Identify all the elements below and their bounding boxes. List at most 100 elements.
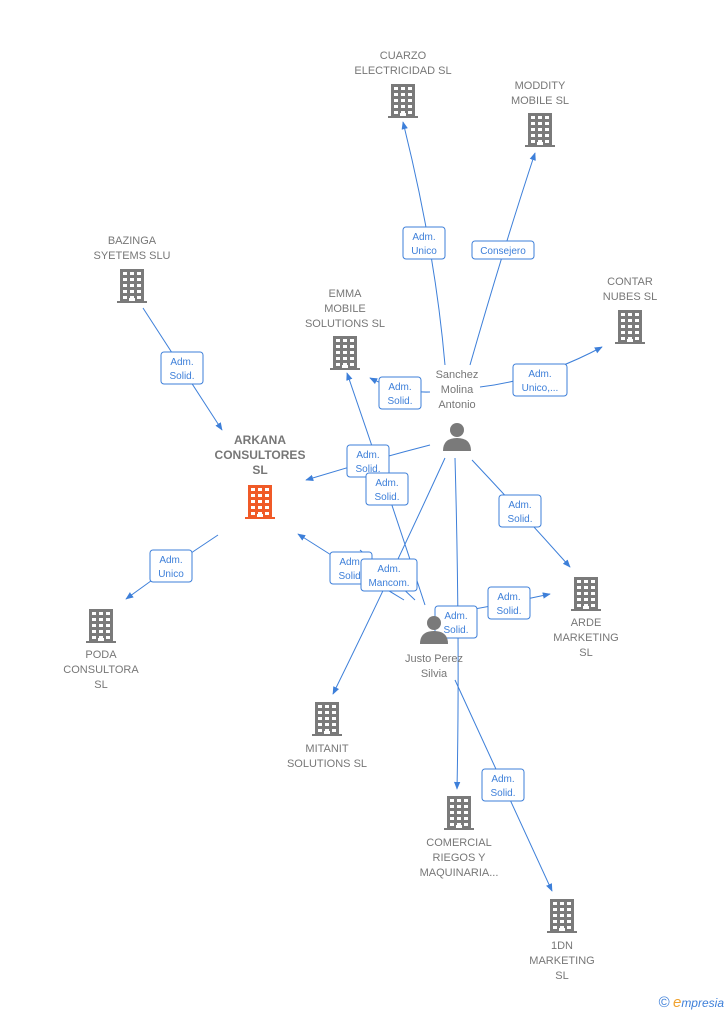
node-label: SL (94, 679, 107, 691)
edge-label[interactable]: Adm.Unico (149, 549, 193, 583)
edge-label-text: Solid. (169, 371, 194, 382)
brand-name: mpresia (681, 996, 724, 1010)
edge-label[interactable]: Adm.Solid. (481, 768, 525, 802)
node-label: Antonio (438, 399, 475, 411)
edge-label-text: Adm. (497, 592, 520, 603)
edge-label-text: Adm. (528, 369, 551, 380)
node-label: NUBES SL (603, 291, 657, 303)
edge-label-text: Unico (158, 569, 184, 580)
edge-label-text: Adm. (170, 357, 193, 368)
building-icon (571, 577, 601, 611)
node-label: SL (252, 463, 267, 477)
node-contar[interactable]: CONTAR NUBES SL (603, 276, 657, 344)
node-label: PODA (85, 649, 117, 661)
edge-label[interactable]: Consejero (471, 240, 535, 260)
building-icon (444, 796, 474, 830)
node-emma[interactable]: EMMA MOBILE SOLUTIONS SL (305, 288, 385, 370)
node-label: EMMA (329, 288, 363, 300)
copyright-icon: © (658, 994, 670, 1011)
building-icon (525, 113, 555, 147)
node-poda[interactable]: PODA CONSULTORA SL (63, 609, 139, 691)
node-label: SOLUTIONS SL (287, 758, 367, 770)
node-label: MOBILE (324, 303, 366, 315)
edge-label[interactable]: Adm. Solid. (160, 351, 204, 385)
edge-label-box (360, 558, 418, 592)
edge-label-text: Solid. (338, 571, 363, 582)
node-label: MARKETING (529, 955, 594, 967)
edge-label-box (365, 472, 409, 506)
edge-label[interactable]: Adm. Solid. (498, 494, 542, 528)
edge-label-box (481, 768, 525, 802)
edge-label[interactable]: Adm. Solid. (378, 376, 422, 410)
node-label: CONTAR (607, 276, 653, 288)
node-label: CONSULTORA (63, 664, 139, 676)
node-label: COMERCIAL (426, 837, 491, 849)
node-label: MODDITY (515, 80, 566, 92)
edge-label-text: Adm. (356, 450, 379, 461)
edge-label-text: Solid. (490, 788, 515, 799)
edge-label[interactable]: Adm. Solid. (365, 472, 409, 506)
edge-label-text: Solid. (507, 514, 532, 525)
edge-label-box (498, 494, 542, 528)
node-label: RIEGOS Y (433, 852, 487, 864)
edge-label-text: Adm. (508, 500, 531, 511)
node-comercial[interactable]: COMERCIAL RIEGOS Y MAQUINARIA... (420, 796, 499, 879)
edge-label-box (160, 351, 204, 385)
edge-label-text: Adm. (339, 557, 362, 568)
edge-label-box (512, 363, 568, 397)
edge-label-text: Adm. (388, 382, 411, 393)
edge-label-box (471, 240, 535, 260)
node-label: MARKETING (553, 632, 618, 644)
edge-label-text: Solid. (374, 492, 399, 503)
node-label: SYETEMS SLU (93, 250, 170, 262)
building-icon (615, 310, 645, 344)
brand-initial: e (672, 994, 682, 1011)
edge-label-box (149, 549, 193, 583)
edge-label[interactable]: Adm. Mancom. (360, 558, 418, 592)
edge-label-text: Adm. (377, 564, 400, 575)
node-label: CONSULTORES (215, 448, 306, 462)
edge-label[interactable]: Adm. Solid. (487, 586, 531, 620)
person-icon (420, 616, 448, 644)
edge-label-text: Adm. (444, 611, 467, 622)
edge-label-text: Unico (411, 246, 437, 257)
edge-label-text: Solid. (387, 396, 412, 407)
node-label: SOLUTIONS SL (305, 318, 385, 330)
node-moddity[interactable]: MODDITY MOBILE SL (511, 80, 569, 147)
node-label: CUARZO (380, 50, 427, 62)
node-label: MITANIT (305, 743, 348, 755)
edge-label-text: Unico,... (522, 383, 559, 394)
node-label: Justo Perez (405, 653, 463, 665)
edge-label-box (402, 226, 446, 260)
node-label: Sanchez (436, 369, 479, 381)
node-label: SL (555, 970, 568, 982)
edge-label[interactable]: Adm. Unico (402, 226, 446, 260)
edge-label-text: Adm. (375, 478, 398, 489)
node-label: ARKANA (234, 433, 286, 447)
node-label: MAQUINARIA... (420, 867, 499, 879)
edge-label[interactable]: Adm. Solid. (346, 444, 390, 478)
edge-label-text: Adm. (412, 232, 435, 243)
node-label: Molina (441, 384, 474, 396)
node-label: MOBILE SL (511, 95, 569, 107)
building-icon (86, 609, 116, 643)
edge-label-text: Solid. (355, 464, 380, 475)
node-mitanit[interactable]: MITANIT SOLUTIONS SL (287, 702, 367, 770)
node-bazinga[interactable]: BAZINGA SYETEMS SLU (93, 235, 171, 303)
edge-label-text: Mancom. (368, 578, 409, 589)
node-label: ARDE (571, 617, 602, 629)
edge-label[interactable]: Adm. Unico,... (512, 363, 568, 397)
node-label: BAZINGA (108, 235, 157, 247)
edge-label-text: Solid. (496, 606, 521, 617)
building-icon (547, 899, 577, 933)
node-label: Silvia (421, 668, 448, 680)
edge-label-box (378, 376, 422, 410)
